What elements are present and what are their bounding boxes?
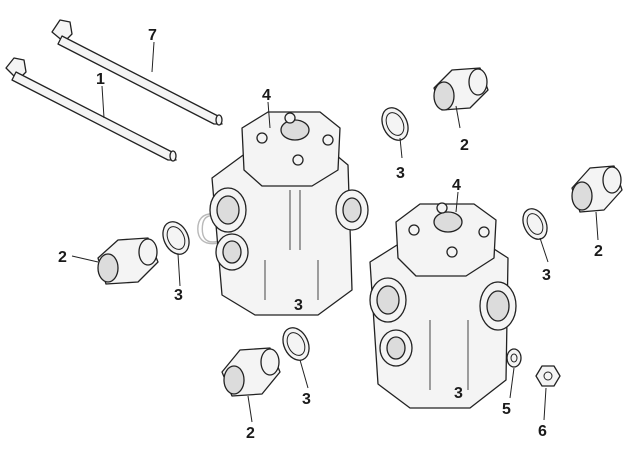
callout-2-right: 2 — [594, 243, 603, 260]
seal-ring-3-right — [522, 208, 548, 240]
fitting-2-bottom — [221, 347, 281, 397]
fitting-2-left — [97, 237, 159, 285]
callout-1: 1 — [96, 71, 105, 88]
callout-2-upper: 2 — [460, 137, 469, 154]
valve-body-left — [209, 111, 369, 316]
callout-2-bottom: 2 — [246, 425, 255, 442]
bolt-1 — [5, 57, 177, 162]
callout-3-body-left: 3 — [294, 297, 303, 314]
bolt-7 — [51, 19, 223, 126]
fitting-2-right — [571, 165, 623, 213]
callout-4-upper: 4 — [262, 87, 271, 104]
callout-3-upper: 3 — [396, 165, 405, 182]
washer-5 — [506, 348, 522, 368]
callout-5: 5 — [502, 401, 511, 418]
nut-6 — [535, 365, 561, 387]
callout-3-left: 3 — [174, 287, 183, 304]
callout-7: 7 — [148, 27, 157, 44]
callout-3-body-right: 3 — [454, 385, 463, 402]
callout-6: 6 — [538, 423, 547, 440]
callout-4-lower: 4 — [452, 177, 461, 194]
seal-ring-3-upper — [381, 107, 409, 141]
leader-lines — [71, 41, 599, 423]
callout-3-right: 3 — [542, 267, 551, 284]
valve-body-right — [369, 202, 517, 409]
callout-3-bottom: 3 — [302, 391, 311, 408]
seal-ring-3-bottom — [282, 327, 310, 361]
fitting-2-upper — [433, 67, 489, 111]
callout-2-left: 2 — [58, 249, 67, 266]
seal-ring-3-left — [162, 221, 190, 255]
